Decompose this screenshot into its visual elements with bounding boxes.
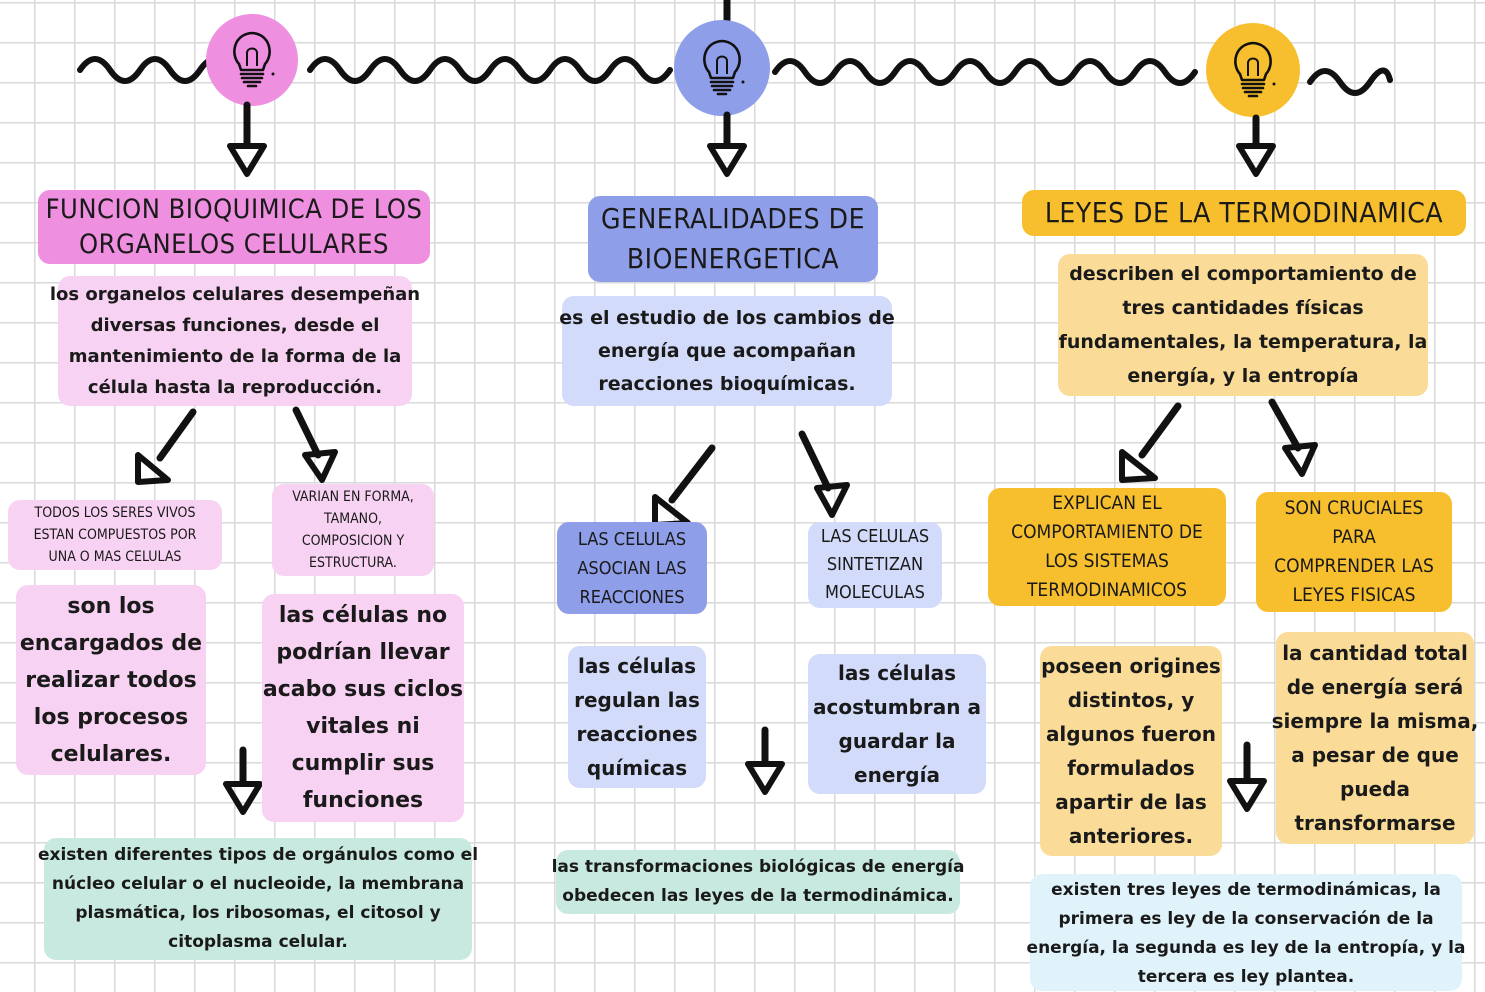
lightbulb-icon-orange (1206, 23, 1300, 117)
lightbulb-icon-pink (206, 14, 298, 106)
right-title: LEYES DE LA TERMODINAMICA (1022, 190, 1466, 236)
right-detail-1: poseen origines distintos, y algunos fue… (1040, 646, 1222, 856)
arrow-down-icon (230, 101, 1273, 174)
right-bottom-note: existen tres leyes de termodinámicas, la… (1027, 874, 1465, 991)
center-subtopic-2: LAS CELULAS SINTETIZAN MOLECULAS (808, 522, 942, 608)
right-description: describen el comportamiento de tres cant… (1058, 254, 1428, 396)
left-detail-1: son los encargados de realizar todos los… (16, 585, 206, 775)
left-title: FUNCION BIOQUIMICA DE LOS ORGANELOS CELU… (38, 190, 430, 264)
arrow-down-icon-lower (226, 726, 1264, 812)
center-title: GENERALIDADES DE BIOENERGETICA (588, 196, 878, 282)
right-detail-2: la cantidad total de energía será siempr… (1272, 632, 1478, 844)
left-subtopic-2: VARIAN EN FORMA, TAMANO, COMPOSICION Y E… (272, 484, 434, 576)
left-subtopic-1: TODOS LOS SERES VIVOS ESTAN COMPUESTOS P… (8, 500, 222, 570)
lightbulb-icon-blue (674, 20, 770, 116)
left-detail-2: las células no podrían llevar acabo sus … (262, 594, 464, 822)
arrow-diagonal-icon (135, 398, 1318, 528)
center-description: es el estudio de los cambios de energía … (559, 296, 895, 406)
right-subtopic-1: EXPLICAN EL COMPORTAMIENTO DE LOS SISTEM… (988, 488, 1226, 606)
right-subtopic-2: SON CRUCIALES PARA COMPRENDER LAS LEYES … (1256, 492, 1452, 612)
center-detail-1: las células regulan las reacciones quími… (568, 646, 706, 788)
left-description: los organelos celulares desempeñan diver… (50, 276, 420, 406)
wavy-line (77, 56, 1393, 96)
center-detail-2: las células acostumbran a guardar la ene… (808, 654, 986, 794)
left-bottom-note: existen diferentes tipos de orgánulos co… (38, 838, 478, 960)
center-bottom-note: las transformaciones biológicas de energ… (552, 850, 964, 914)
center-subtopic-1: LAS CELULAS ASOCIAN LAS REACCIONES (557, 522, 707, 614)
